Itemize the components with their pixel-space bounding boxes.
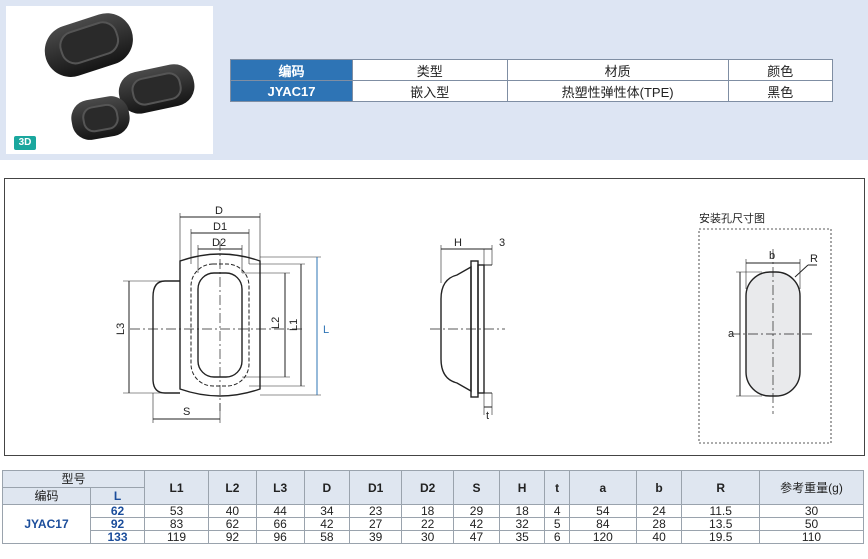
- value-cell: 66: [255, 517, 305, 531]
- value-cell: 53: [143, 504, 210, 518]
- value-cell: 22: [401, 517, 455, 531]
- dim-L3: L3: [115, 323, 127, 335]
- value-cell: 83: [143, 517, 210, 531]
- code-header: 编码: [2, 487, 91, 505]
- L-header: L: [90, 487, 145, 505]
- value-cell: 23: [349, 504, 403, 518]
- model-header: 型号: [2, 470, 145, 488]
- value-cell: 119: [143, 530, 210, 544]
- col-header: t: [544, 470, 570, 505]
- dim-L1: L1: [288, 319, 300, 331]
- value-cell: 13.5: [681, 517, 760, 531]
- header-cell: 编码: [230, 59, 353, 81]
- dim-L: L: [323, 324, 329, 336]
- col-header: R: [681, 470, 760, 505]
- dim-t: t: [486, 410, 489, 422]
- value-cell: 40: [208, 504, 257, 518]
- code-value: JYAC17: [230, 80, 353, 102]
- table-row: 133 119 92 96 58 39 30 47 35 6 120 40 19…: [3, 530, 864, 544]
- value-cell: 34: [303, 504, 351, 518]
- type-value: 嵌入型: [352, 80, 508, 102]
- value-cell: 42: [303, 517, 351, 531]
- value-cell: 58: [303, 530, 351, 544]
- value-cell: 42: [453, 517, 500, 531]
- value-cell: 6: [544, 530, 570, 544]
- col-header: D2: [401, 470, 455, 505]
- value-cell: 27: [349, 517, 403, 531]
- col-header: S: [453, 470, 500, 505]
- header-cell: 颜色: [727, 59, 834, 81]
- value-cell: 30: [759, 504, 864, 518]
- header-cell: 类型: [352, 59, 508, 81]
- L-cell: 92: [90, 517, 145, 531]
- col-header: L2: [208, 470, 257, 505]
- value-cell: 120: [568, 530, 637, 544]
- side-view: [430, 245, 505, 415]
- table-row: JYAC17 62 53 40 44 34 23 18 29 18 4 54 2…: [2, 504, 864, 544]
- value-cell: 62: [208, 517, 257, 531]
- value-cell: 44: [255, 504, 305, 518]
- hole-title: 安装孔尺寸图: [699, 211, 765, 225]
- L-cell: 133: [90, 530, 145, 544]
- technical-drawing: D D1 D2 L2 L1 L L3 S H 3 t: [4, 178, 865, 456]
- dim-b: b: [769, 250, 775, 262]
- L-cell: 62: [90, 504, 145, 518]
- spec-table: 型号 L1 L2 L3 D D1 D2 S H t a b R 参考重量(g) …: [2, 470, 864, 544]
- product-photo: [6, 6, 213, 154]
- front-view: [123, 213, 321, 423]
- dim-L2: L2: [270, 317, 282, 329]
- col-header: b: [635, 470, 683, 505]
- value-cell: 18: [401, 504, 455, 518]
- dim-3: 3: [499, 237, 505, 249]
- value-cell: 4: [544, 504, 570, 518]
- col-header: H: [498, 470, 546, 505]
- value-cell: 50: [759, 517, 864, 531]
- code-cell: JYAC17: [2, 504, 91, 544]
- value-cell: 35: [498, 530, 546, 544]
- value-cell: 24: [635, 504, 683, 518]
- dim-a: a: [728, 328, 735, 340]
- value-cell: 28: [635, 517, 683, 531]
- value-cell: 47: [453, 530, 500, 544]
- col-header: D: [303, 470, 351, 505]
- header-cell: 材质: [506, 59, 729, 81]
- col-header: D1: [349, 470, 403, 505]
- material-value: 热塑性弹性体(TPE): [506, 80, 729, 102]
- col-header: 参考重量(g): [759, 470, 864, 505]
- value-cell: 110: [759, 530, 864, 544]
- dim-S: S: [183, 406, 190, 418]
- dim-D2: D2: [212, 237, 226, 249]
- value-cell: 84: [568, 517, 637, 531]
- 3d-badge[interactable]: 3D: [14, 136, 36, 150]
- dim-R: R: [810, 253, 818, 265]
- value-cell: 18: [498, 504, 546, 518]
- value-cell: 30: [401, 530, 455, 544]
- dim-H: H: [454, 237, 462, 249]
- value-cell: 96: [255, 530, 305, 544]
- dim-D1: D1: [213, 221, 227, 233]
- value-cell: 92: [208, 530, 257, 544]
- color-value: 黑色: [727, 80, 834, 102]
- hole-view: [698, 228, 832, 444]
- value-cell: 32: [498, 517, 546, 531]
- col-header: a: [568, 470, 637, 505]
- value-cell: 54: [568, 504, 637, 518]
- value-cell: 19.5: [681, 530, 760, 544]
- table-row: 92 83 62 66 42 27 22 42 32 5 84 28 13.5 …: [3, 517, 864, 531]
- product-info-table: 编码 类型 材质 颜色 JYAC17 嵌入型 热塑性弹性体(TPE) 黑色: [230, 59, 834, 102]
- dim-D: D: [215, 205, 223, 217]
- value-cell: 11.5: [681, 504, 760, 518]
- col-header: L3: [255, 470, 305, 505]
- value-cell: 5: [544, 517, 570, 531]
- value-cell: 29: [453, 504, 500, 518]
- product-image: [44, 13, 195, 140]
- col-header: L1: [143, 470, 210, 505]
- value-cell: 40: [635, 530, 683, 544]
- value-cell: 39: [349, 530, 403, 544]
